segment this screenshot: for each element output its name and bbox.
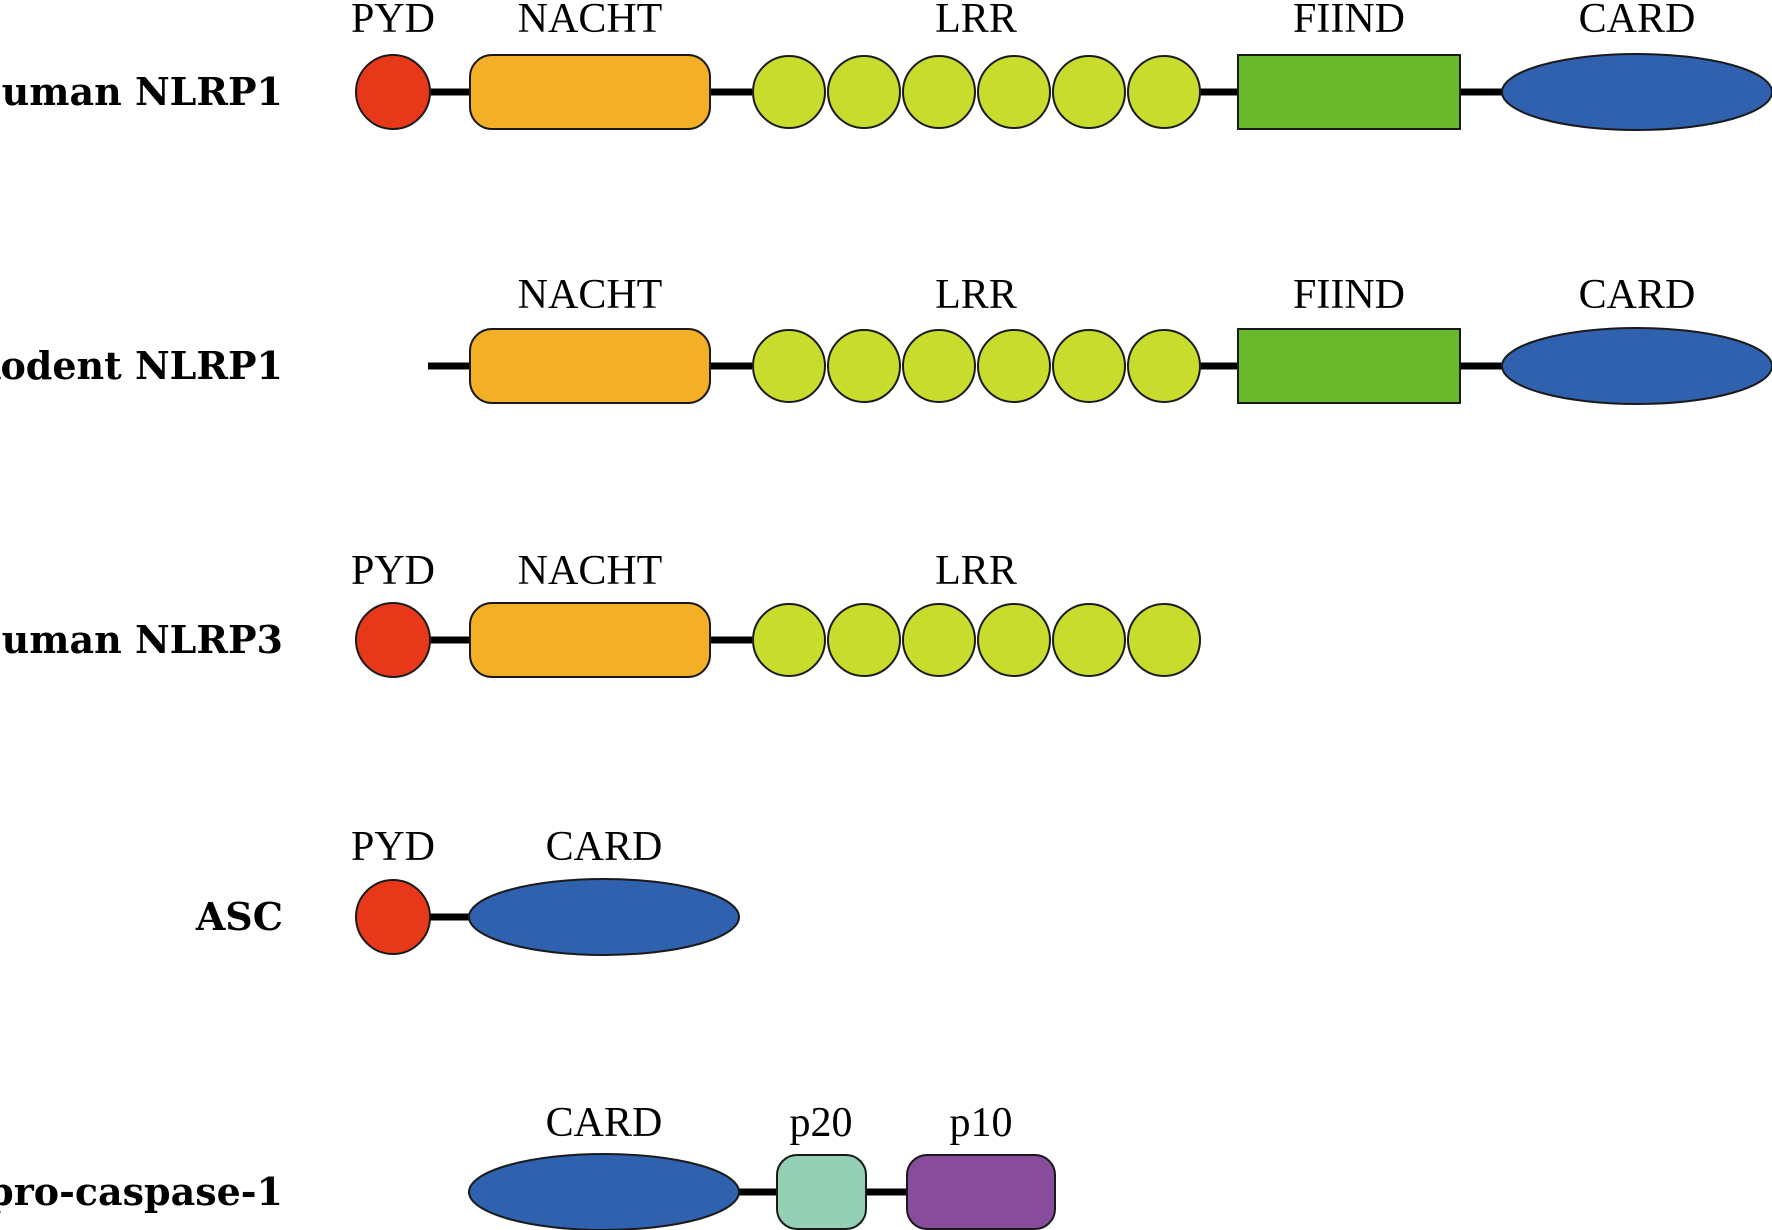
lrr-repeat <box>977 55 1051 129</box>
fiind-domain <box>1237 54 1461 130</box>
domain-label-p20: p20 <box>790 1100 853 1146</box>
pyd-domain <box>355 54 431 130</box>
lrr-repeat <box>1052 55 1126 129</box>
domain-label-fiind: FIIND <box>1293 272 1405 318</box>
row-human-nlrp1: Human NLRP1 PYD NACHT LRR FIIND CARD <box>0 0 1772 131</box>
domain-label-nacht: NACHT <box>518 0 663 42</box>
lrr-repeat <box>1052 329 1126 403</box>
domain-label-p10: p10 <box>950 1100 1013 1146</box>
domain-label-card: CARD <box>1579 0 1696 42</box>
lrr-domain <box>752 55 1201 129</box>
nacht-domain <box>469 602 711 678</box>
lrr-repeat <box>902 329 976 403</box>
nacht-domain <box>469 54 711 130</box>
lrr-repeat <box>1127 603 1201 677</box>
domain-label-nacht: NACHT <box>518 272 663 318</box>
domain-label-pyd: PYD <box>351 824 435 870</box>
lrr-repeat <box>752 603 826 677</box>
domain-label-card: CARD <box>546 1100 663 1146</box>
fiind-domain <box>1237 328 1461 404</box>
lrr-repeat <box>827 329 901 403</box>
domain-label-lrr: LRR <box>935 0 1017 42</box>
lrr-repeat <box>752 329 826 403</box>
row-rodent-nlrp1: Rodent NLRP1 NACHT LRR FIIND CARD <box>0 272 1772 405</box>
domain-label-pyd: PYD <box>351 548 435 594</box>
row-human-nlrp3: Human NLRP3 PYD NACHT LRR <box>0 548 1201 678</box>
lrr-domain <box>752 603 1201 677</box>
domain-label-pyd: PYD <box>351 0 435 42</box>
domain-label-fiind: FIIND <box>1293 0 1405 42</box>
lrr-repeat <box>902 55 976 129</box>
lrr-repeat <box>977 329 1051 403</box>
protein-label: ASC <box>195 894 283 939</box>
pyd-domain <box>355 879 431 955</box>
lrr-repeat <box>752 55 826 129</box>
card-domain <box>1501 327 1772 405</box>
card-domain <box>468 1153 740 1230</box>
domain-label-nacht: NACHT <box>518 548 663 594</box>
domain-label-card: CARD <box>546 824 663 870</box>
row-pro-caspase-1: pro-caspase-1 CARD p20 p10 <box>0 1100 1056 1230</box>
lrr-domain <box>752 329 1201 403</box>
domain-label-lrr: LRR <box>935 272 1017 318</box>
protein-label: pro-caspase-1 <box>0 1169 283 1214</box>
protein-label: Rodent NLRP1 <box>0 343 283 388</box>
card-domain <box>468 878 740 956</box>
p10-domain <box>906 1154 1056 1230</box>
lrr-repeat <box>1127 329 1201 403</box>
domain-label-card: CARD <box>1579 272 1696 318</box>
lrr-repeat <box>827 603 901 677</box>
card-domain <box>1501 53 1772 131</box>
nacht-domain <box>469 328 711 404</box>
lrr-repeat <box>827 55 901 129</box>
protein-label: Human NLRP3 <box>0 617 283 662</box>
domain-label-lrr: LRR <box>935 548 1017 594</box>
lrr-repeat <box>902 603 976 677</box>
row-asc: ASC PYD CARD <box>195 824 740 956</box>
lrr-repeat <box>1127 55 1201 129</box>
lrr-repeat <box>1052 603 1126 677</box>
lrr-repeat <box>977 603 1051 677</box>
protein-label: Human NLRP1 <box>0 69 283 114</box>
pyd-domain <box>355 602 431 678</box>
p20-domain <box>776 1154 867 1230</box>
